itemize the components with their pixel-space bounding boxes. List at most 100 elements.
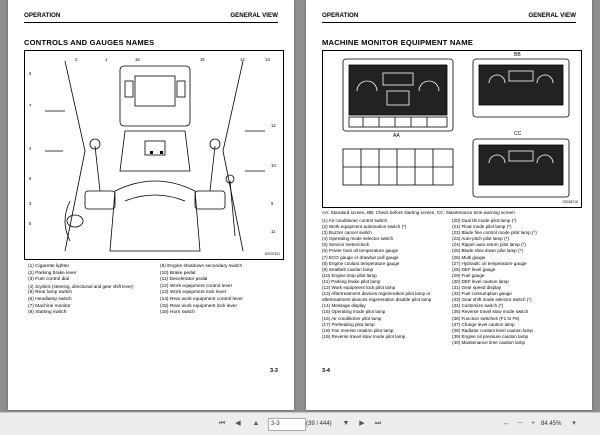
page-header: OPERATION GENERAL VIEW	[24, 12, 278, 23]
list-item: (26) Multi gauge	[452, 254, 486, 260]
list-item: (39) Engine oil pressure caution lamp	[452, 333, 529, 339]
list-item: (9) Engine shutdown secondary switch	[160, 264, 243, 269]
page-down-icon[interactable]: ▼	[342, 420, 350, 427]
list-item: (1) Air conditioner control switch	[322, 218, 388, 223]
callout-label: 1	[105, 57, 108, 62]
list-item: (3) Buzzer cancel switch	[322, 230, 372, 236]
callout-label: 8	[29, 176, 32, 181]
list-item: (15) Operating mode pilot lamp	[322, 309, 386, 315]
list-item: (21) Float mode pilot lamp (*)	[452, 224, 512, 230]
list-item: (9) Seatbelt caution lamp	[322, 266, 374, 272]
callout-label: 16	[135, 57, 140, 62]
list-item: (4) Joystick (steering, directional and …	[28, 283, 134, 289]
list-item: (2) Parking brake lever	[28, 270, 77, 276]
list-item: (13) Work equipment lock lever	[160, 290, 227, 296]
list-item: (22) Blade fine control mode pilot lamp …	[452, 230, 537, 236]
page-number: 3-3	[270, 368, 278, 374]
callout-label: 13	[265, 57, 270, 62]
header-chapter: GENERAL VIEW	[528, 12, 576, 19]
list-item: (38) Radiator coolant level caution lamp	[452, 327, 533, 333]
list-item: (7) ECO gauge or drawbar pull gauge	[322, 254, 399, 260]
header-chapter: GENERAL VIEW	[230, 12, 278, 19]
list-item: (29) Fuel gauge	[452, 272, 485, 278]
list-item: (7) Machine monitor	[28, 303, 71, 309]
page-title: CONTROLS AND GAUGES NAMES	[24, 38, 155, 47]
list-item: (37) Charge level caution lamp	[452, 321, 515, 327]
cab-illustration	[45, 60, 265, 252]
callout-label: 5	[29, 221, 32, 226]
first-page-icon[interactable]: ⏮	[218, 420, 226, 427]
callout-label: 12	[271, 123, 276, 128]
next-page-icon[interactable]: ▶	[359, 420, 365, 427]
callout-label: 7	[29, 103, 32, 108]
list-item: (18) Fan reverse rotation pilot lamp	[322, 327, 394, 333]
callout-label: 15	[200, 57, 205, 62]
cab-controls-figure: 6 2 1 16 15 14 13 7 4 12 10 8 3 5 9 11 S…	[24, 50, 284, 260]
list-item: (15) Rear work equipment lock lever	[160, 303, 238, 309]
list-item: (34) Customize switch (*)	[452, 303, 504, 309]
controls-list-col1: (1) Cigarette lighter (2) Parking brake …	[28, 264, 156, 317]
monitor-caption: AA: Standard screen, BB: Check before st…	[322, 210, 515, 215]
zoom-in-icon[interactable]: +	[530, 420, 536, 427]
list-item: (27) Hydraulic oil temperature gauge	[452, 260, 527, 266]
list-item: (19) Reverse travel slow mode pilot lamp	[322, 333, 406, 339]
header-section: OPERATION	[322, 12, 359, 19]
prev-page-icon[interactable]: ◀	[235, 420, 241, 427]
list-item: (31) Gear speed display	[452, 285, 502, 291]
list-item: (8) Engine coolant temperature gauge	[322, 260, 400, 266]
callout-label: 6	[29, 71, 32, 76]
list-item: (33) Gear shift mode selector switch (*)	[452, 297, 532, 303]
callout-label: 2	[75, 57, 78, 62]
list-item: (6) Power train oil temperature gauge	[322, 248, 399, 254]
page-number: 3-4	[322, 368, 330, 374]
callout-label: 4	[29, 146, 32, 151]
list-item: (8) Starting switch	[28, 310, 67, 316]
list-item: (4) Operating mode selector switch	[322, 236, 394, 242]
controls-list-col2: (9) Engine shutdown secondary switch (10…	[160, 264, 288, 317]
list-item: (5) Service meter/clock	[322, 242, 369, 248]
list-item: (16) Air conditioner pilot lamp	[322, 315, 382, 321]
list-item: (16) Horn switch	[160, 310, 195, 316]
panel-label-bb: BB	[514, 52, 521, 58]
panel-label-cc: CC	[514, 131, 522, 137]
list-item: (14) Rear work equipment control lever	[160, 296, 243, 302]
zoom-level[interactable]: 84.45%	[541, 421, 562, 427]
callout-label: 14	[240, 57, 245, 62]
page-count: (39 / 444)	[306, 421, 332, 427]
panel-label-aa: AA	[393, 133, 400, 139]
header-section: OPERATION	[24, 12, 61, 19]
list-item: (14) Message display	[322, 303, 366, 309]
list-item: (17) Preheating pilot lamp	[322, 321, 375, 327]
callout-label: 10	[271, 163, 276, 168]
zoom-out-icon[interactable]: −	[517, 420, 523, 427]
list-item: (30) DEF level caution lamp	[452, 278, 509, 284]
list-item: (28) DEF level gauge	[452, 266, 496, 272]
list-item: (13) Aftertreatment devices regeneration…	[322, 291, 432, 303]
last-page-icon[interactable]: ⏭	[374, 420, 382, 427]
zoom-dropdown-icon[interactable]: ▾	[572, 420, 576, 427]
list-item: (3) Fuel control dial	[28, 277, 70, 283]
list-item: (6) Headlamp switch	[28, 296, 72, 302]
list-item: (2) Work equipment automation switch (*)	[322, 224, 407, 230]
monitor-figure: AA BB CC S0038718	[322, 50, 582, 208]
list-item: (11) Decelerator pedal	[160, 277, 208, 283]
page-title: MACHINE MONITOR EQUIPMENT NAME	[322, 38, 473, 47]
list-item: (10) Engine stop pilot lamp	[322, 272, 377, 278]
callout-label: 11	[271, 229, 276, 234]
list-item: (12) Work equipment lock pilot lamp	[322, 285, 396, 291]
left-page: OPERATION GENERAL VIEW CONTROLS AND GAUG…	[8, 0, 294, 410]
list-item: (5) Rear lamp switch	[28, 290, 72, 296]
list-item: (20) Dual tilt mode pilot lamp (*)	[452, 218, 517, 223]
list-item: (32) Fuel consumption gauge	[452, 291, 512, 297]
figure-code: S0037811	[264, 252, 280, 256]
fit-width-icon[interactable]: ↔	[502, 420, 510, 427]
monitor-list-col1: (1) Air conditioner control switch (2) W…	[322, 218, 448, 340]
list-item: (10) Brake pedal	[160, 270, 196, 276]
list-item: (40) Maintenance time caution lamp	[452, 339, 526, 345]
page-up-icon[interactable]: ▲	[252, 420, 260, 427]
list-item: (35) Reverse travel slow mode switch	[452, 309, 529, 315]
page-number-input[interactable]: 3-3	[268, 418, 306, 431]
list-item: (11) Parking brake pilot lamp	[322, 278, 381, 284]
monitor-list-col2: (20) Dual tilt mode pilot lamp (*) (21) …	[452, 218, 580, 346]
list-item: (24) Ripper auto-return pilot lamp (*)	[452, 242, 526, 248]
